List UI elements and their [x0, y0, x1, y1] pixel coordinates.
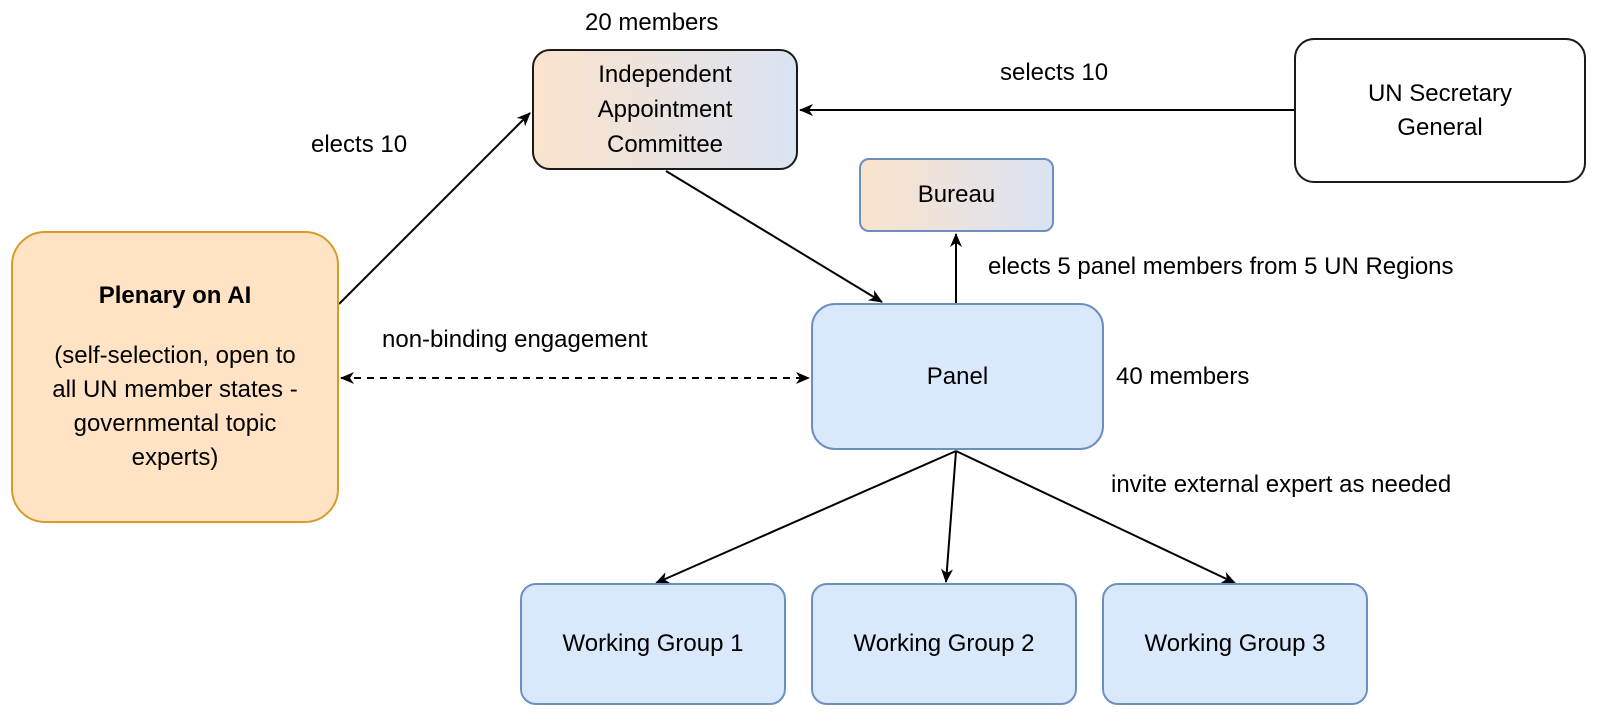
- arrow-panel-to-wg2: [941, 450, 957, 583]
- plenary-line-1: (self-selection, open to: [54, 342, 296, 369]
- elects-10-label: elects 10: [311, 131, 408, 158]
- working-group-1-label: Working Group 1: [562, 630, 744, 657]
- working-group-3-label: Working Group 3: [1144, 630, 1326, 657]
- arrow-panel-to-wg1: [655, 450, 957, 584]
- committee-line-1: Independent: [598, 61, 732, 88]
- working-group-1-node: Working Group 1: [520, 583, 786, 705]
- panel-members-label: 40 members: [1116, 363, 1250, 390]
- committee-line-3: Committee: [606, 131, 724, 158]
- elects-5-panel-members-label: elects 5 panel members from 5 UN Regions: [988, 253, 1454, 280]
- working-group-3-node: Working Group 3: [1102, 583, 1368, 705]
- panel-node: Panel: [811, 303, 1104, 450]
- secretary-line-2: General: [1397, 113, 1483, 141]
- panel-label: Panel: [926, 362, 989, 390]
- secretary-line-1: UN Secretary: [1367, 79, 1513, 107]
- arrow-panel-to-wg3: [955, 450, 1236, 584]
- plenary-title: Plenary on AI: [98, 282, 252, 309]
- plenary-line-4: experts): [131, 444, 219, 471]
- plenary-on-ai-node: Plenary on AI (self-selection, open to a…: [11, 231, 339, 523]
- arrow-committee-to-panel: [665, 170, 883, 303]
- plenary-line-3: governmental topic: [73, 410, 277, 437]
- working-group-2-label: Working Group 2: [853, 630, 1035, 657]
- working-group-2-node: Working Group 2: [811, 583, 1077, 705]
- committee-line-2: Appointment: [597, 96, 733, 123]
- selects-10-label: selects 10: [1000, 59, 1109, 86]
- independent-appointment-committee-node: Independent Appointment Committee: [532, 49, 798, 170]
- bureau-label: Bureau: [917, 181, 996, 208]
- bureau-node: Bureau: [859, 158, 1054, 232]
- non-binding-engagement-label: non-binding engagement: [382, 326, 648, 353]
- invite-external-expert-label: invite external expert as needed: [1111, 471, 1452, 498]
- committee-members-label: 20 members: [585, 9, 719, 36]
- un-secretary-general-node: UN Secretary General: [1294, 38, 1586, 183]
- arrow-plenary-to-committee: [338, 112, 531, 305]
- plenary-line-2: all UN member states -: [52, 376, 298, 403]
